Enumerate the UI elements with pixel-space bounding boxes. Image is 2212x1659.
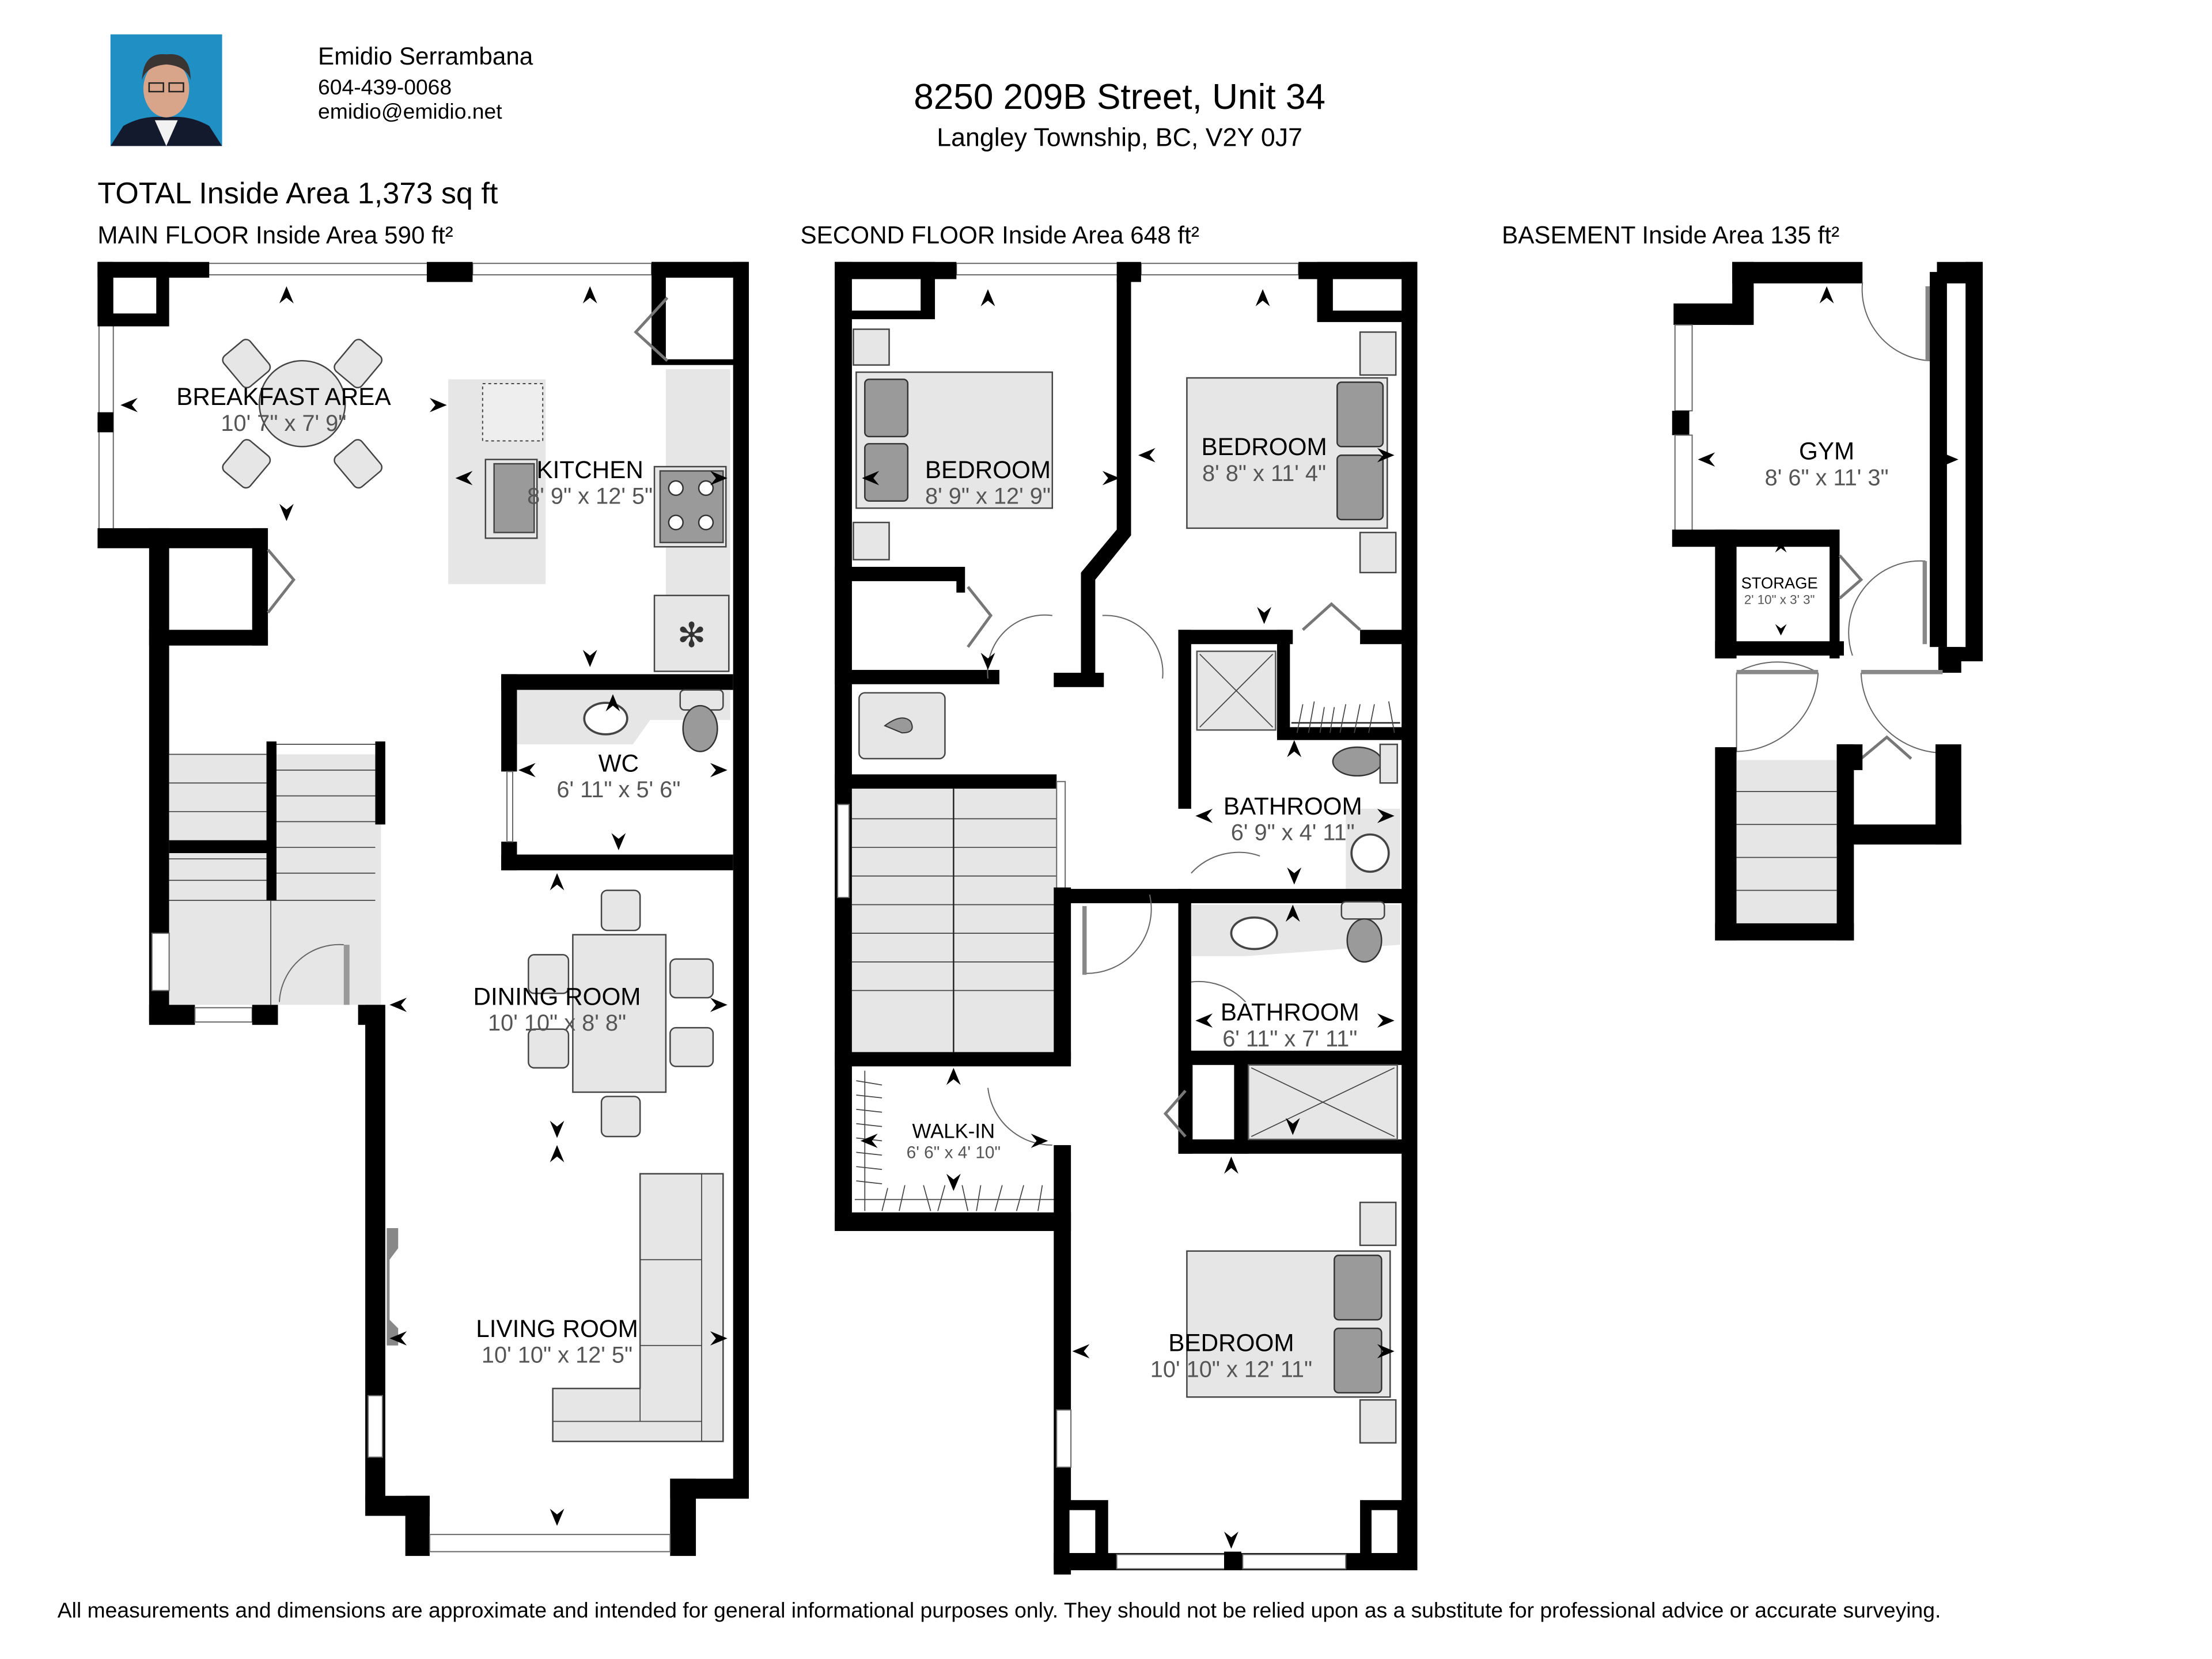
svg-text:DINING ROOM: DINING ROOM [474,983,641,1010]
svg-text:BATHROOM: BATHROOM [1224,793,1362,820]
room-label-bathroom-1: BATHROOM 6' 9" x 4' 11" [1224,793,1362,846]
room-label-bathroom-2: BATHROOM 6' 11" x 7' 11" [1221,999,1359,1052]
svg-text:KITCHEN: KITCHEN [537,456,643,483]
svg-text:6' 11" x 5' 6": 6' 11" x 5' 6" [556,777,680,802]
svg-text:BATHROOM: BATHROOM [1221,999,1359,1026]
basement-heading: BASEMENT Inside Area 135 ft² [1502,221,1839,248]
svg-text:WALK-IN: WALK-IN [912,1120,995,1142]
property-address: 8250 209B Street, Unit 34 Langley Townsh… [914,77,1325,152]
svg-text:BEDROOM: BEDROOM [1168,1330,1294,1357]
agent-photo [110,34,222,146]
main-floor-heading: MAIN FLOOR Inside Area 590 ft² [97,221,453,248]
svg-text:GYM: GYM [1799,438,1854,465]
room-label-breakfast-area: BREAKFAST AREA 10' 7" x 7' 9" [176,383,391,436]
agent-email[interactable]: emidio@emidio.net [318,99,502,123]
snowflake-icon: ✻ [677,616,706,654]
basement-plan: GYM 8' 6" x 11' 3" STORAGE 2' 10" x 3' 3… [1672,262,1983,941]
svg-text:BEDROOM: BEDROOM [925,456,1051,483]
room-label-bedroom-1: BEDROOM 8' 9" x 12' 9" [925,456,1051,509]
svg-text:8' 9" x 12' 5": 8' 9" x 12' 5" [527,484,653,509]
second-floor-heading: SECOND FLOOR Inside Area 648 ft² [800,221,1199,248]
svg-text:STORAGE: STORAGE [1741,574,1818,592]
room-label-bedroom-3: BEDROOM 10' 10" x 12' 11" [1150,1330,1312,1382]
svg-text:BEDROOM: BEDROOM [1201,433,1327,460]
svg-text:10' 10" x 12' 11": 10' 10" x 12' 11" [1150,1357,1312,1382]
svg-text:BREAKFAST AREA: BREAKFAST AREA [176,383,391,410]
svg-text:8' 6" x 11' 3": 8' 6" x 11' 3" [1765,465,1889,490]
room-label-gym: GYM 8' 6" x 11' 3" [1765,438,1889,491]
disclaimer: All measurements and dimensions are appr… [58,1598,1941,1622]
svg-text:8' 8" x 11' 4": 8' 8" x 11' 4" [1202,461,1326,486]
svg-text:10' 7" x 7' 9": 10' 7" x 7' 9" [221,411,346,436]
svg-text:10' 10" x 8' 8": 10' 10" x 8' 8" [488,1010,626,1036]
room-label-dining-room: DINING ROOM 10' 10" x 8' 8" [474,983,641,1036]
svg-text:6' 11" x 7' 11": 6' 11" x 7' 11" [1222,1026,1357,1051]
fridge-icon [653,594,730,672]
room-label-kitchen: KITCHEN 8' 9" x 12' 5" [527,456,653,509]
address-line-2: Langley Township, BC, V2Y 0J7 [937,123,1302,151]
svg-text:10' 10" x 12' 5": 10' 10" x 12' 5" [482,1343,632,1368]
room-label-storage: STORAGE 2' 10" x 3' 3" [1741,574,1818,607]
agent-card: Emidio Serrambana 604-439-0068 emidio@em… [110,34,533,146]
room-label-walk-in: WALK-IN 6' 6" x 4' 10" [907,1120,1001,1162]
svg-text:8' 9" x 12' 9": 8' 9" x 12' 9" [925,484,1051,509]
agent-phone[interactable]: 604-439-0068 [318,75,452,99]
svg-text:LIVING ROOM: LIVING ROOM [476,1315,638,1342]
dimension-arrows [120,286,728,1526]
svg-text:2' 10" x 3' 3": 2' 10" x 3' 3" [1744,593,1815,607]
svg-text:6' 6" x 4' 10": 6' 6" x 4' 10" [907,1143,1001,1162]
room-label-living-room: LIVING ROOM 10' 10" x 12' 5" [476,1315,638,1368]
room-label-bedroom-2: BEDROOM 8' 8" x 11' 4" [1201,433,1327,486]
second-floor-plan: BEDROOM 8' 9" x 12' 9" BEDROOM 8' 8" x 1… [835,262,1418,1575]
room-label-wc: WC 6' 11" x 5' 6" [556,749,680,802]
svg-text:6' 9" x 4' 11": 6' 9" x 4' 11" [1231,820,1355,846]
agent-name: Emidio Serrambana [318,43,533,70]
svg-text:WC: WC [599,749,639,777]
address-line-1: 8250 209B Street, Unit 34 [914,77,1325,117]
total-area: TOTAL Inside Area 1,373 sq ft [97,177,498,210]
main-floor-plan: ✻ [97,262,749,1556]
